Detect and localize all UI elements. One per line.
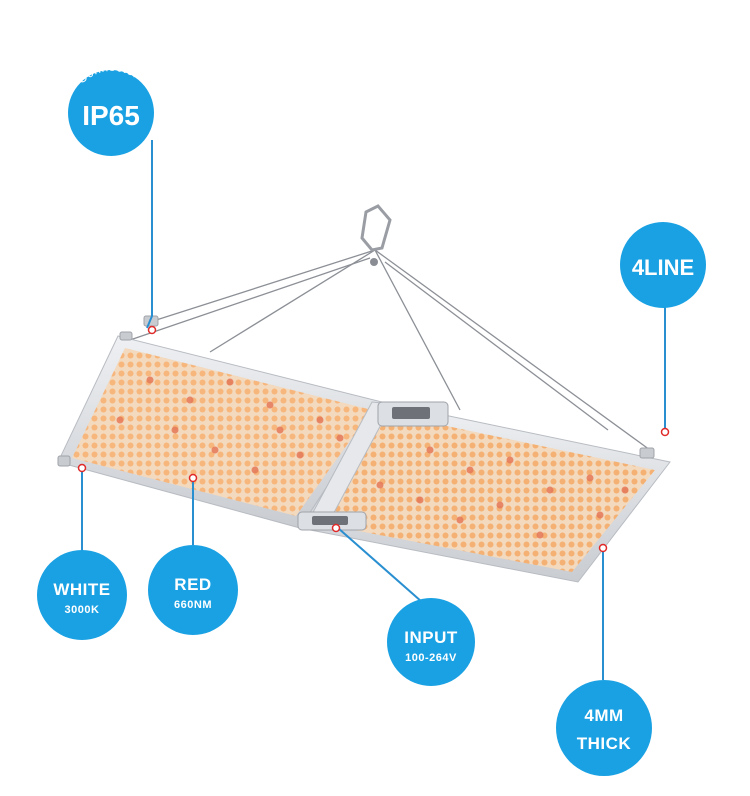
red-leds bbox=[116, 376, 629, 539]
hanger-badge: 4LINE bbox=[620, 222, 706, 308]
left-led-board bbox=[72, 348, 372, 516]
input-label: INPUT bbox=[404, 628, 458, 647]
driver-box-top-slot bbox=[392, 407, 430, 419]
red-led-label: RED bbox=[174, 575, 212, 594]
driver-box-bottom-slot bbox=[312, 516, 348, 525]
right-led-board bbox=[312, 414, 655, 572]
thickness-badge: 4MM THICK bbox=[556, 680, 652, 776]
carabiner-hook bbox=[360, 204, 392, 266]
white-led-badge: WHITE 3000K bbox=[37, 550, 127, 640]
connector-value: IP65 bbox=[82, 100, 140, 131]
connector-badge: IP65 bbox=[68, 70, 154, 156]
input-voltage-badge: INPUT 100-264V bbox=[387, 598, 475, 686]
white-led-spec: 3000K bbox=[64, 604, 100, 616]
white-led-label: WHITE bbox=[53, 580, 111, 599]
input-spec: 100-264V bbox=[405, 652, 457, 664]
hanger-value: 4LINE bbox=[631, 255, 695, 280]
thickness-value: 4MM bbox=[584, 706, 624, 725]
hanger-wires bbox=[129, 249, 651, 451]
thickness-label: THICK bbox=[576, 734, 632, 753]
red-led-badge: RED 660NM bbox=[148, 545, 238, 635]
callout-lines bbox=[81, 140, 666, 680]
marker-dots bbox=[77, 325, 670, 553]
corner-clips bbox=[57, 315, 655, 467]
red-led-spec: 660NM bbox=[174, 599, 212, 611]
